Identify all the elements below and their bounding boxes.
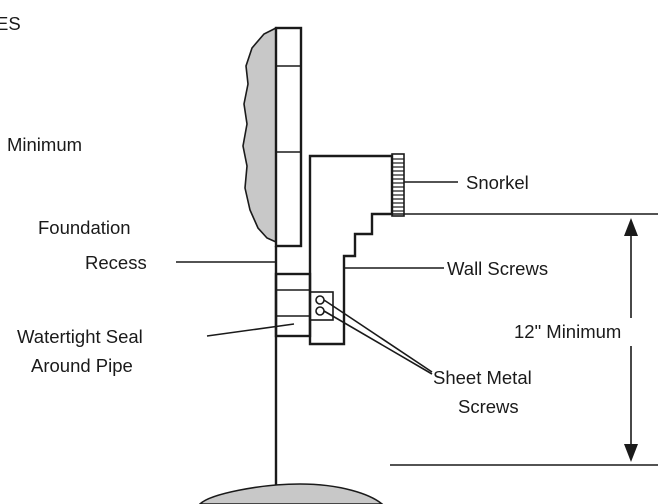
label-recess: Recess xyxy=(85,252,147,273)
label-snorkel: Snorkel xyxy=(466,172,529,193)
label-twelve-minimum: 12" Minimum xyxy=(514,321,621,342)
arrow-down-icon xyxy=(624,444,638,462)
snorkel-cap-icon xyxy=(391,153,405,217)
screw-icon xyxy=(315,306,325,316)
label-wall-screws: Wall Screws xyxy=(447,258,548,279)
leader-screw-2 xyxy=(323,310,433,375)
snorkel-pipe xyxy=(308,154,394,346)
leader-watertight xyxy=(206,323,295,337)
label-minimum-partial: Minimum xyxy=(7,134,82,155)
label-top-partial: ES xyxy=(0,13,21,34)
screw-icon xyxy=(315,295,325,305)
foundation-recess xyxy=(274,246,312,504)
wall-bracket xyxy=(309,291,334,321)
leader-screw-1 xyxy=(323,299,433,373)
wall-shading xyxy=(242,26,277,244)
dim-label-backdrop xyxy=(512,318,656,346)
label-watertight-seal: Watertight Seal xyxy=(17,326,143,347)
foundation-block xyxy=(274,26,303,248)
arrow-up-icon xyxy=(624,218,638,236)
ground-mound xyxy=(198,483,384,504)
label-screws: Screws xyxy=(458,396,519,417)
label-sheet-metal: Sheet Metal xyxy=(433,367,532,388)
label-around-pipe: Around Pipe xyxy=(31,355,133,376)
label-foundation: Foundation xyxy=(38,217,131,238)
